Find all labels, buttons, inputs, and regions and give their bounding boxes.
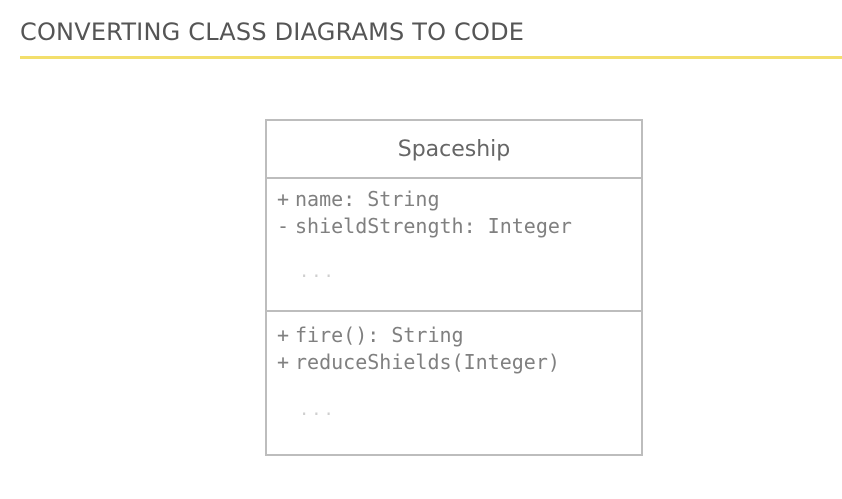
visibility-marker: - [277, 214, 290, 238]
visibility-marker: + [277, 323, 290, 347]
class-name: Spaceship [397, 136, 511, 162]
attribute-row: -shieldStrength: Integer [277, 213, 641, 240]
attribute-text: shieldStrength: Integer [295, 214, 572, 238]
slide-title: CONVERTING CLASS DIAGRAMS TO CODE [20, 18, 525, 46]
visibility-marker: + [277, 187, 290, 211]
visibility-marker: + [277, 350, 290, 374]
uml-class-header: Spaceship [267, 121, 641, 179]
operation-text: reduceShields(Integer) [295, 350, 560, 374]
title-underline [20, 56, 842, 59]
attribute-text: name: String [295, 187, 440, 211]
attribute-row: +name: String [277, 186, 641, 213]
operations-compartment: +fire(): String +reduceShields(Integer) … [267, 312, 641, 420]
attributes-ellipsis: ... [299, 262, 336, 282]
uml-class-box: Spaceship +name: String -shieldStrength:… [265, 119, 643, 456]
operation-row: +fire(): String [277, 322, 641, 349]
attributes-compartment: +name: String -shieldStrength: Integer .… [267, 179, 641, 312]
operation-row: +reduceShields(Integer) [277, 349, 641, 376]
operation-text: fire(): String [295, 323, 464, 347]
operations-ellipsis: ... [299, 400, 336, 420]
